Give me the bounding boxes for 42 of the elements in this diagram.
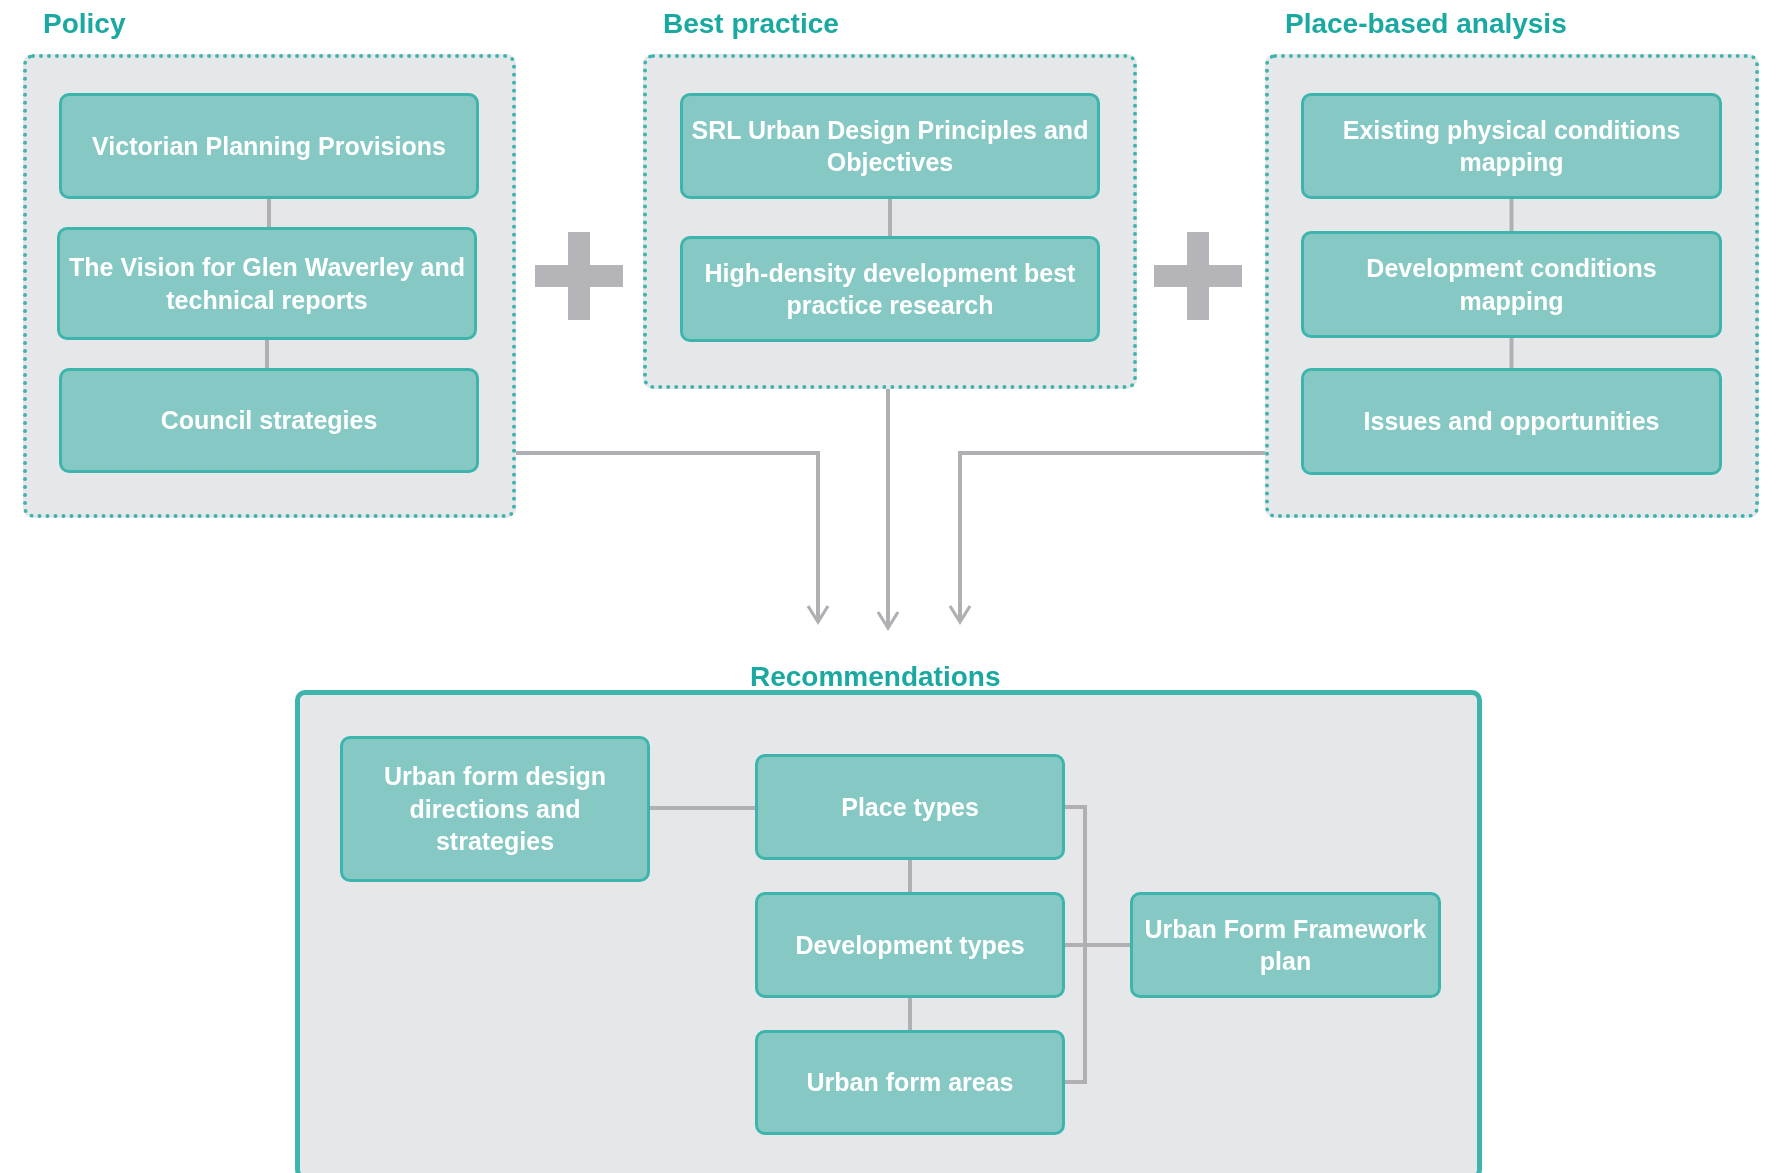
box-label: Council strategies (160, 405, 378, 437)
box-label: Issues and opportunities (1363, 406, 1660, 438)
process-box (680, 93, 1100, 199)
arrow (516, 451, 830, 624)
box-label: Urban form areas (806, 1067, 1014, 1099)
group-heading: Place-based analysis (1285, 8, 1567, 40)
process-box (1301, 93, 1722, 199)
group-heading: Recommendations (750, 661, 1001, 693)
connector-line (267, 199, 271, 227)
process-box (59, 368, 479, 473)
box-label: Urban Form Framework plan (1143, 913, 1428, 977)
process-box (755, 754, 1065, 860)
process-box (340, 736, 650, 882)
box-label: Development conditions mapping (1365, 253, 1658, 317)
box-label: Development types (795, 929, 1025, 961)
process-box (57, 227, 477, 340)
process-box (1301, 368, 1722, 475)
box-label: Existing physical conditions mapping (1341, 114, 1682, 178)
box-label: SRL Urban Design Principles and Objectives (691, 114, 1089, 178)
box-label: The Vision for Glen Waverley and technical reports (68, 252, 466, 316)
process-box (1301, 231, 1722, 338)
box-label: Victorian Planning Provisions (92, 130, 446, 162)
connector-line (908, 998, 912, 1030)
connector-line (1509, 338, 1514, 368)
process-box (59, 93, 479, 199)
process-box (755, 892, 1065, 998)
box-label: Urban form design directions and strategies (382, 761, 608, 858)
connector-line (1509, 199, 1514, 231)
group-heading: Best practice (663, 8, 839, 40)
connector-line (265, 340, 269, 368)
arrow (876, 389, 900, 630)
connector-line (888, 199, 892, 236)
process-box (755, 1030, 1065, 1135)
box-label: Place types (841, 791, 979, 823)
connector-line (908, 860, 912, 892)
connector-line (1065, 943, 1130, 1084)
process-box (1130, 892, 1441, 998)
group-heading: Policy (43, 8, 126, 40)
box-label: High-density development best practice research (703, 257, 1077, 321)
arrow (948, 451, 1265, 624)
connector-line (650, 806, 755, 810)
process-box (680, 236, 1100, 342)
